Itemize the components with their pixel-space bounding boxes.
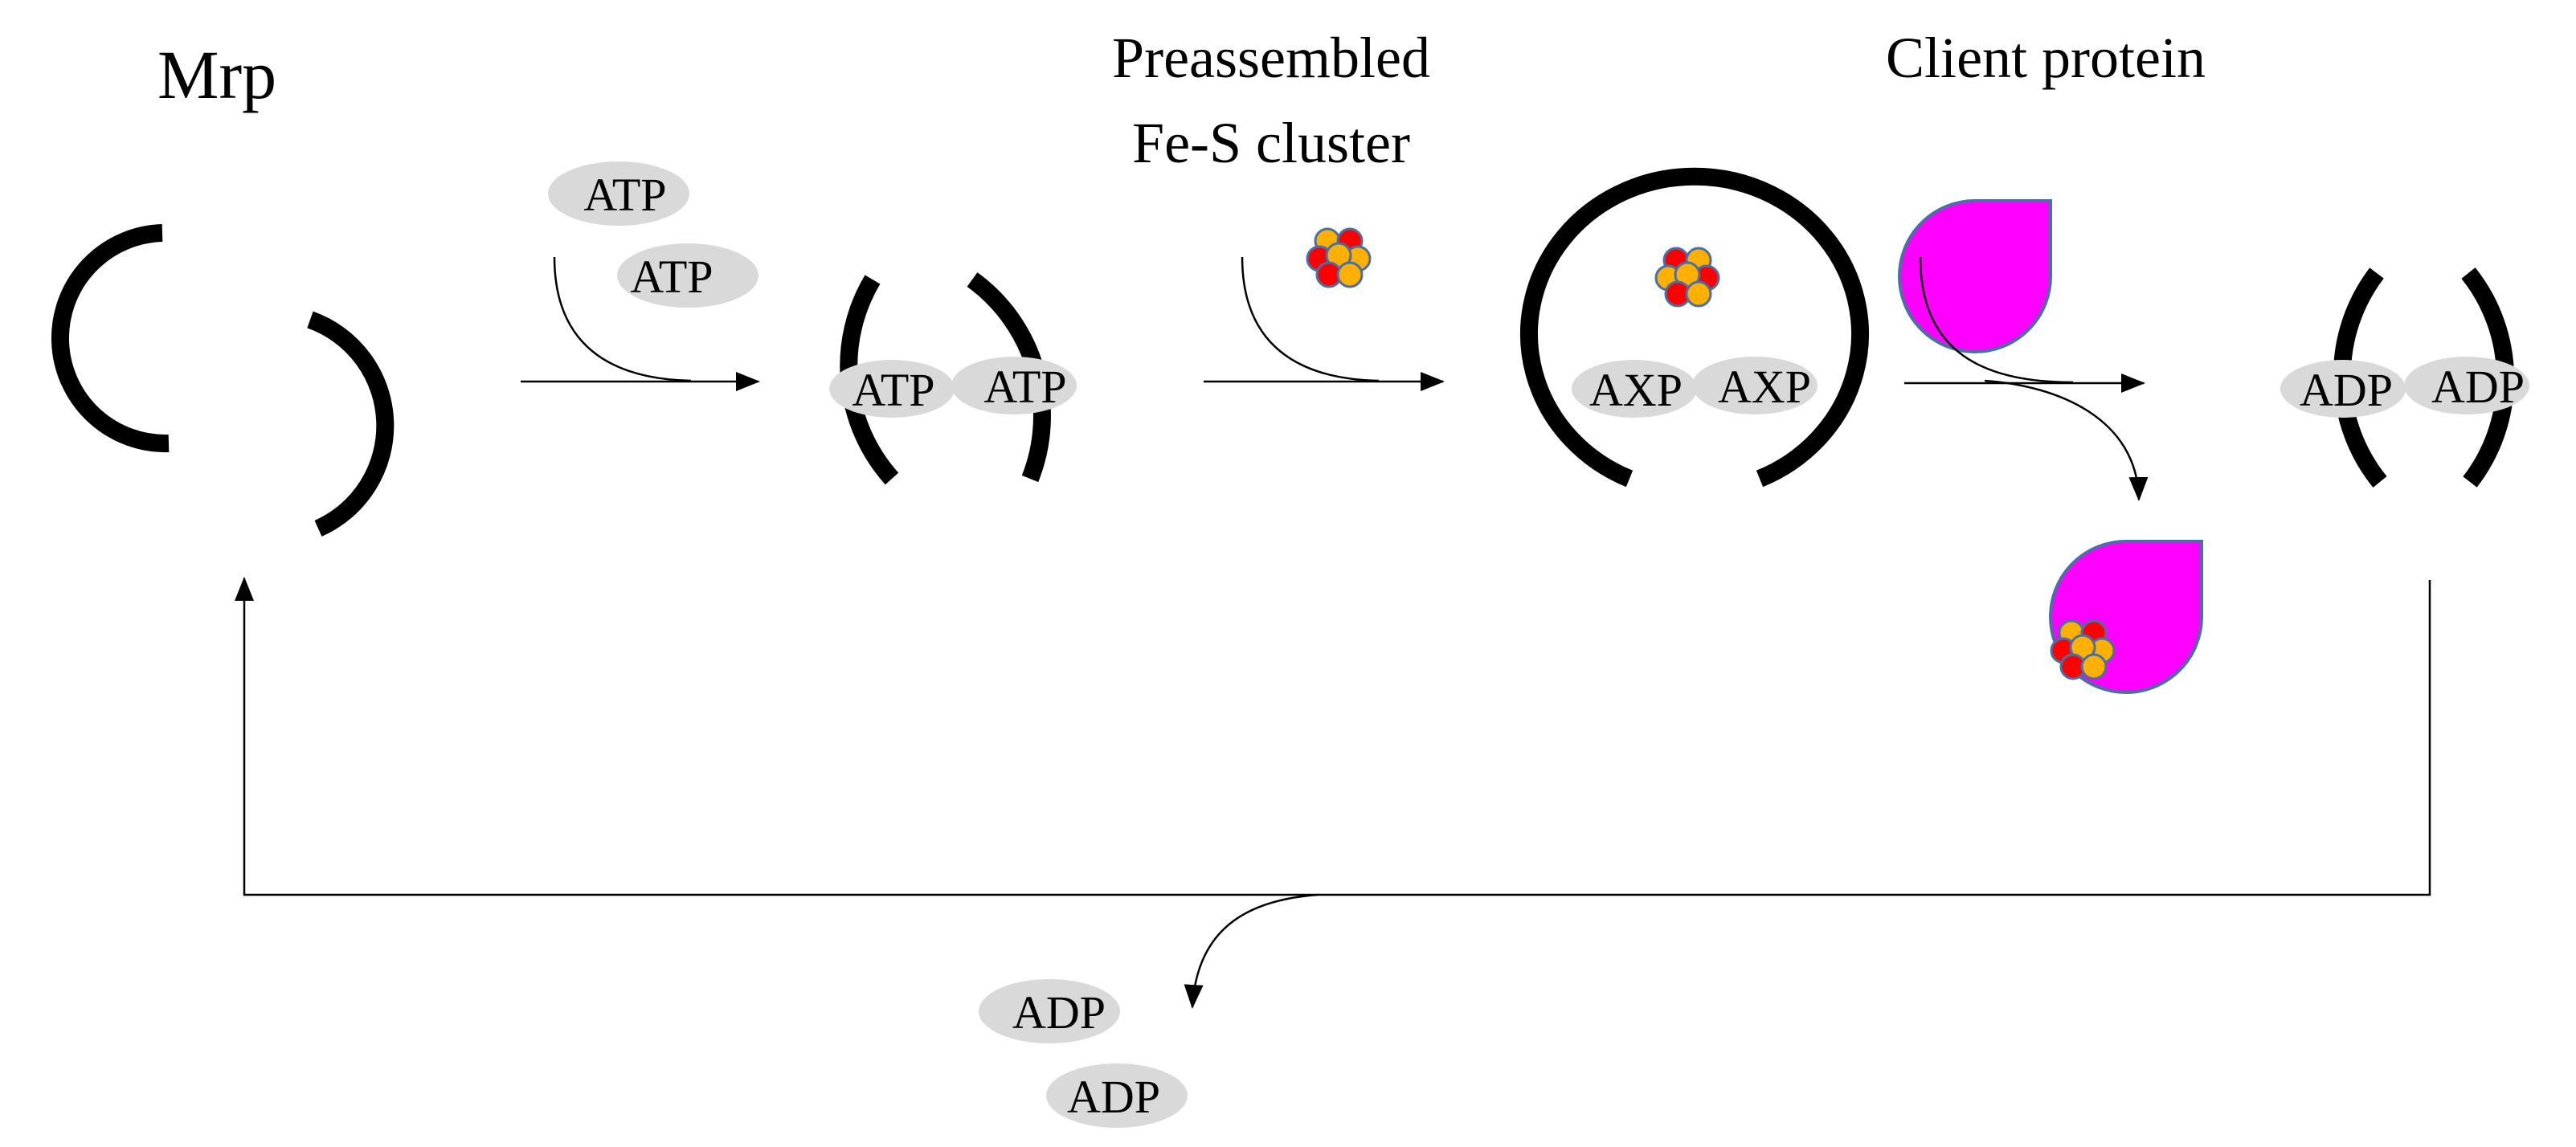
dimer-atp-pill-right (951, 357, 1077, 414)
atp-input: ATP ATP (548, 161, 758, 308)
fes-cluster-bound (1654, 247, 1720, 308)
dimer-adp-right-label: ADP (2431, 361, 2525, 413)
dimer-axp-left-label: AXP (1589, 364, 1683, 416)
atp-pill-1 (548, 161, 689, 226)
adp-out-2-label: ADP (1067, 1071, 1160, 1123)
dimer-adp-left-label: ADP (2300, 364, 2393, 416)
mrp-monomer-left (51, 224, 170, 453)
client-curve (1919, 256, 2074, 384)
dimer-adp-pill-left (2280, 360, 2406, 418)
dimer-axp-right-label: AXP (1718, 361, 1811, 413)
dimer-axp-pill-left (1572, 360, 1697, 418)
adp-release-curve (1184, 893, 1319, 1009)
atp-curve (553, 256, 692, 382)
atp-pill-2 (617, 243, 758, 308)
dimer-atp-left-label: ATP (852, 364, 934, 416)
fes-label-line1: Preassembled (1112, 26, 1430, 90)
dimer-axp-pill-right (1692, 357, 1818, 414)
adp-output: ADP ADP (979, 979, 1188, 1128)
dimer-atp-pill-left (829, 360, 955, 418)
adp-pill-1 (979, 979, 1120, 1043)
mrp-dimer-atp: ATP ATP (829, 272, 1077, 485)
dimer-axp-arc (1520, 167, 1869, 488)
mrp-label: Mrp (157, 36, 276, 113)
return-loop (235, 577, 2431, 896)
fes-label-line2: Fe-S cluster (1132, 111, 1410, 175)
fes-cluster-free (1306, 227, 1372, 288)
fes-curve (1241, 256, 1380, 382)
client-protein-apo (1898, 199, 2052, 353)
dimer-atp-right-label: ATP (983, 361, 1066, 413)
mrp-dimer-adp: ADP ADP (2280, 267, 2529, 488)
atp-in-1-label: ATP (583, 169, 666, 221)
adp-out-1-label: ADP (1012, 986, 1106, 1039)
dimer-adp-pill-right (2404, 357, 2529, 414)
mrp-monomers (51, 224, 395, 537)
atp-in-2-label: ATP (630, 251, 713, 303)
arrow-to-holo-client (1984, 379, 2149, 501)
fes-cluster-transferred (2050, 619, 2116, 680)
mrp-monomer-right (307, 311, 395, 537)
client-protein-label: Client protein (1886, 26, 2206, 90)
adp-pill-2 (1046, 1063, 1188, 1128)
mrp-dimer-axp: AXP AXP (1520, 167, 1869, 488)
